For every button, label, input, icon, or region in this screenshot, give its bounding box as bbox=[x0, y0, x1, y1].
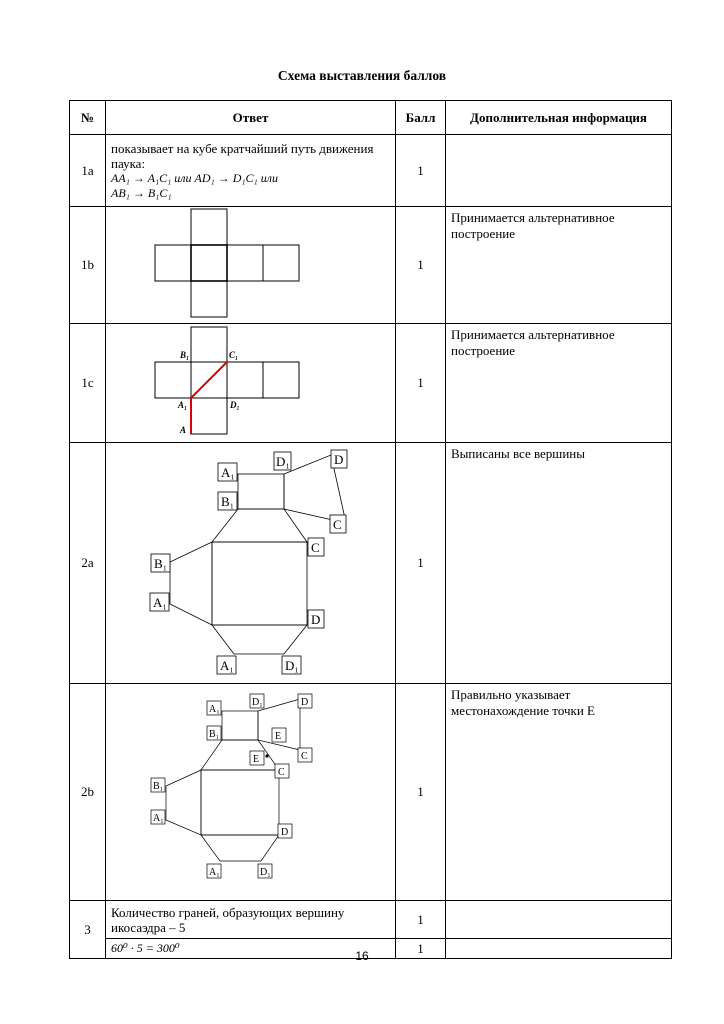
info-cell bbox=[445, 938, 672, 959]
table-row: 1b 1 Принимается альтернативное построен… bbox=[69, 206, 672, 324]
polyhedron-net-with-point-drawing: A₁ D₁ D B₁ E C E C B₁ A₁ D A₁ D₁ bbox=[150, 693, 313, 879]
vertex-label: D bbox=[301, 697, 308, 708]
table-row: 60⁰ · 5 = 300⁰ 1 bbox=[70, 938, 672, 959]
vertex-label: B₁ bbox=[221, 494, 234, 509]
vertex-label: D₁ bbox=[276, 454, 290, 469]
page-title: Схема выставления баллов bbox=[277, 68, 447, 83]
cube-net-drawing bbox=[154, 208, 300, 318]
score-cell: 1 bbox=[395, 323, 446, 443]
answer-text: Количество граней, образующих вершину ик… bbox=[105, 900, 396, 939]
vertex-label: A₁ bbox=[153, 813, 164, 824]
vertex-label: C bbox=[301, 751, 308, 762]
table-header-row: № Ответ Балл Дополнительная информация bbox=[69, 100, 672, 135]
formula-line: AA₁ → A₁C₁ или AD₁ → D₁C₁ или bbox=[111, 170, 278, 185]
header-num: № bbox=[69, 100, 106, 135]
info-cell: Принимается альтернативное построение bbox=[445, 323, 672, 443]
formula-line: AB₁ → B₁C₁ bbox=[111, 185, 172, 200]
row-num: 1b bbox=[69, 206, 106, 324]
info-cell bbox=[445, 134, 672, 207]
cube-net-path-drawing: B₁ C₁ A₁ D₁ A bbox=[154, 326, 300, 435]
table-row: 1a показывает на кубе кратчайший путь дв… bbox=[69, 134, 672, 207]
vertex-label: D₁ bbox=[260, 867, 271, 878]
vertex-label: D bbox=[334, 452, 343, 467]
header-info: Дополнительная информация bbox=[445, 100, 672, 135]
info-cell: Принимается альтернативное построение bbox=[445, 206, 672, 324]
answer-cell: A₁ D₁ D B₁ E C E C B₁ A₁ D A₁ D₁ bbox=[105, 683, 396, 901]
score-cell: 1 bbox=[395, 900, 446, 939]
info-cell bbox=[445, 900, 672, 939]
vertex-label: A₁ bbox=[153, 595, 167, 610]
answer-text: показывает на кубе кратчайший путь движе… bbox=[111, 140, 374, 171]
scoring-table: № Ответ Балл Дополнительная информация 1… bbox=[69, 100, 672, 959]
vertex-label: A₁ bbox=[177, 400, 187, 410]
page-number: 16 bbox=[355, 949, 369, 963]
vertex-label: A₁ bbox=[209, 867, 220, 878]
vertex-label: B₁ bbox=[209, 729, 219, 740]
vertex-label: A₁ bbox=[220, 658, 234, 673]
vertex-label: C bbox=[311, 540, 320, 555]
score-cell: 1 bbox=[395, 134, 446, 207]
vertex-label: C₁ bbox=[229, 350, 238, 360]
info-cell: Выписаны все вершины bbox=[445, 442, 672, 684]
table-row: 2b bbox=[69, 683, 672, 901]
score-cell: 1 bbox=[395, 206, 446, 324]
table-row: 1c B₁ C₁ A₁ D₁ A bbox=[69, 323, 672, 443]
vertex-label: C bbox=[278, 767, 285, 778]
row-num: 2a bbox=[69, 442, 106, 684]
answer-cell bbox=[105, 206, 396, 324]
row-num: 1a bbox=[69, 134, 106, 207]
row-num: 3 bbox=[69, 900, 106, 959]
vertex-label: D₁ bbox=[252, 697, 263, 708]
vertex-label: D bbox=[281, 827, 288, 838]
vertex-label: E bbox=[275, 731, 281, 742]
polyhedron-net-drawing: A₁ D₁ D B₁ C C B₁ A₁ D A₁ D₁ bbox=[149, 449, 348, 675]
header-answer: Ответ bbox=[105, 100, 396, 135]
vertex-label: D₁ bbox=[285, 658, 299, 673]
path-diagonal bbox=[190, 361, 228, 399]
vertex-label: A bbox=[179, 425, 186, 435]
score-cell: 1 bbox=[395, 442, 446, 684]
vertex-label: A₁ bbox=[221, 465, 235, 480]
vertex-label: D bbox=[311, 612, 320, 627]
info-cell: Правильно указывает местонахождение точк… bbox=[445, 683, 672, 901]
vertex-label: C bbox=[333, 517, 342, 532]
answer-cell: показывает на кубе кратчайший путь движе… bbox=[105, 134, 396, 207]
table-row: 2a bbox=[69, 442, 672, 684]
table-row: 3 Количество граней, образующих вершину … bbox=[69, 900, 672, 959]
vertex-label: B₁ bbox=[154, 556, 167, 571]
header-score: Балл bbox=[395, 100, 446, 135]
answer-cell: B₁ C₁ A₁ D₁ A bbox=[105, 323, 396, 443]
vertex-label: E bbox=[253, 754, 259, 765]
row-num: 1c bbox=[69, 323, 106, 443]
row-num: 2b bbox=[69, 683, 106, 901]
point-e-marker bbox=[265, 754, 269, 758]
vertex-label: D₁ bbox=[229, 400, 240, 410]
answer-cell: A₁ D₁ D B₁ C C B₁ A₁ D A₁ D₁ bbox=[105, 442, 396, 684]
score-cell: 1 bbox=[395, 683, 446, 901]
vertex-label: B₁ bbox=[153, 781, 163, 792]
vertex-label: A₁ bbox=[209, 704, 220, 715]
vertex-label: B₁ bbox=[179, 350, 189, 360]
formula-line: 60⁰ · 5 = 300⁰ bbox=[105, 938, 396, 959]
